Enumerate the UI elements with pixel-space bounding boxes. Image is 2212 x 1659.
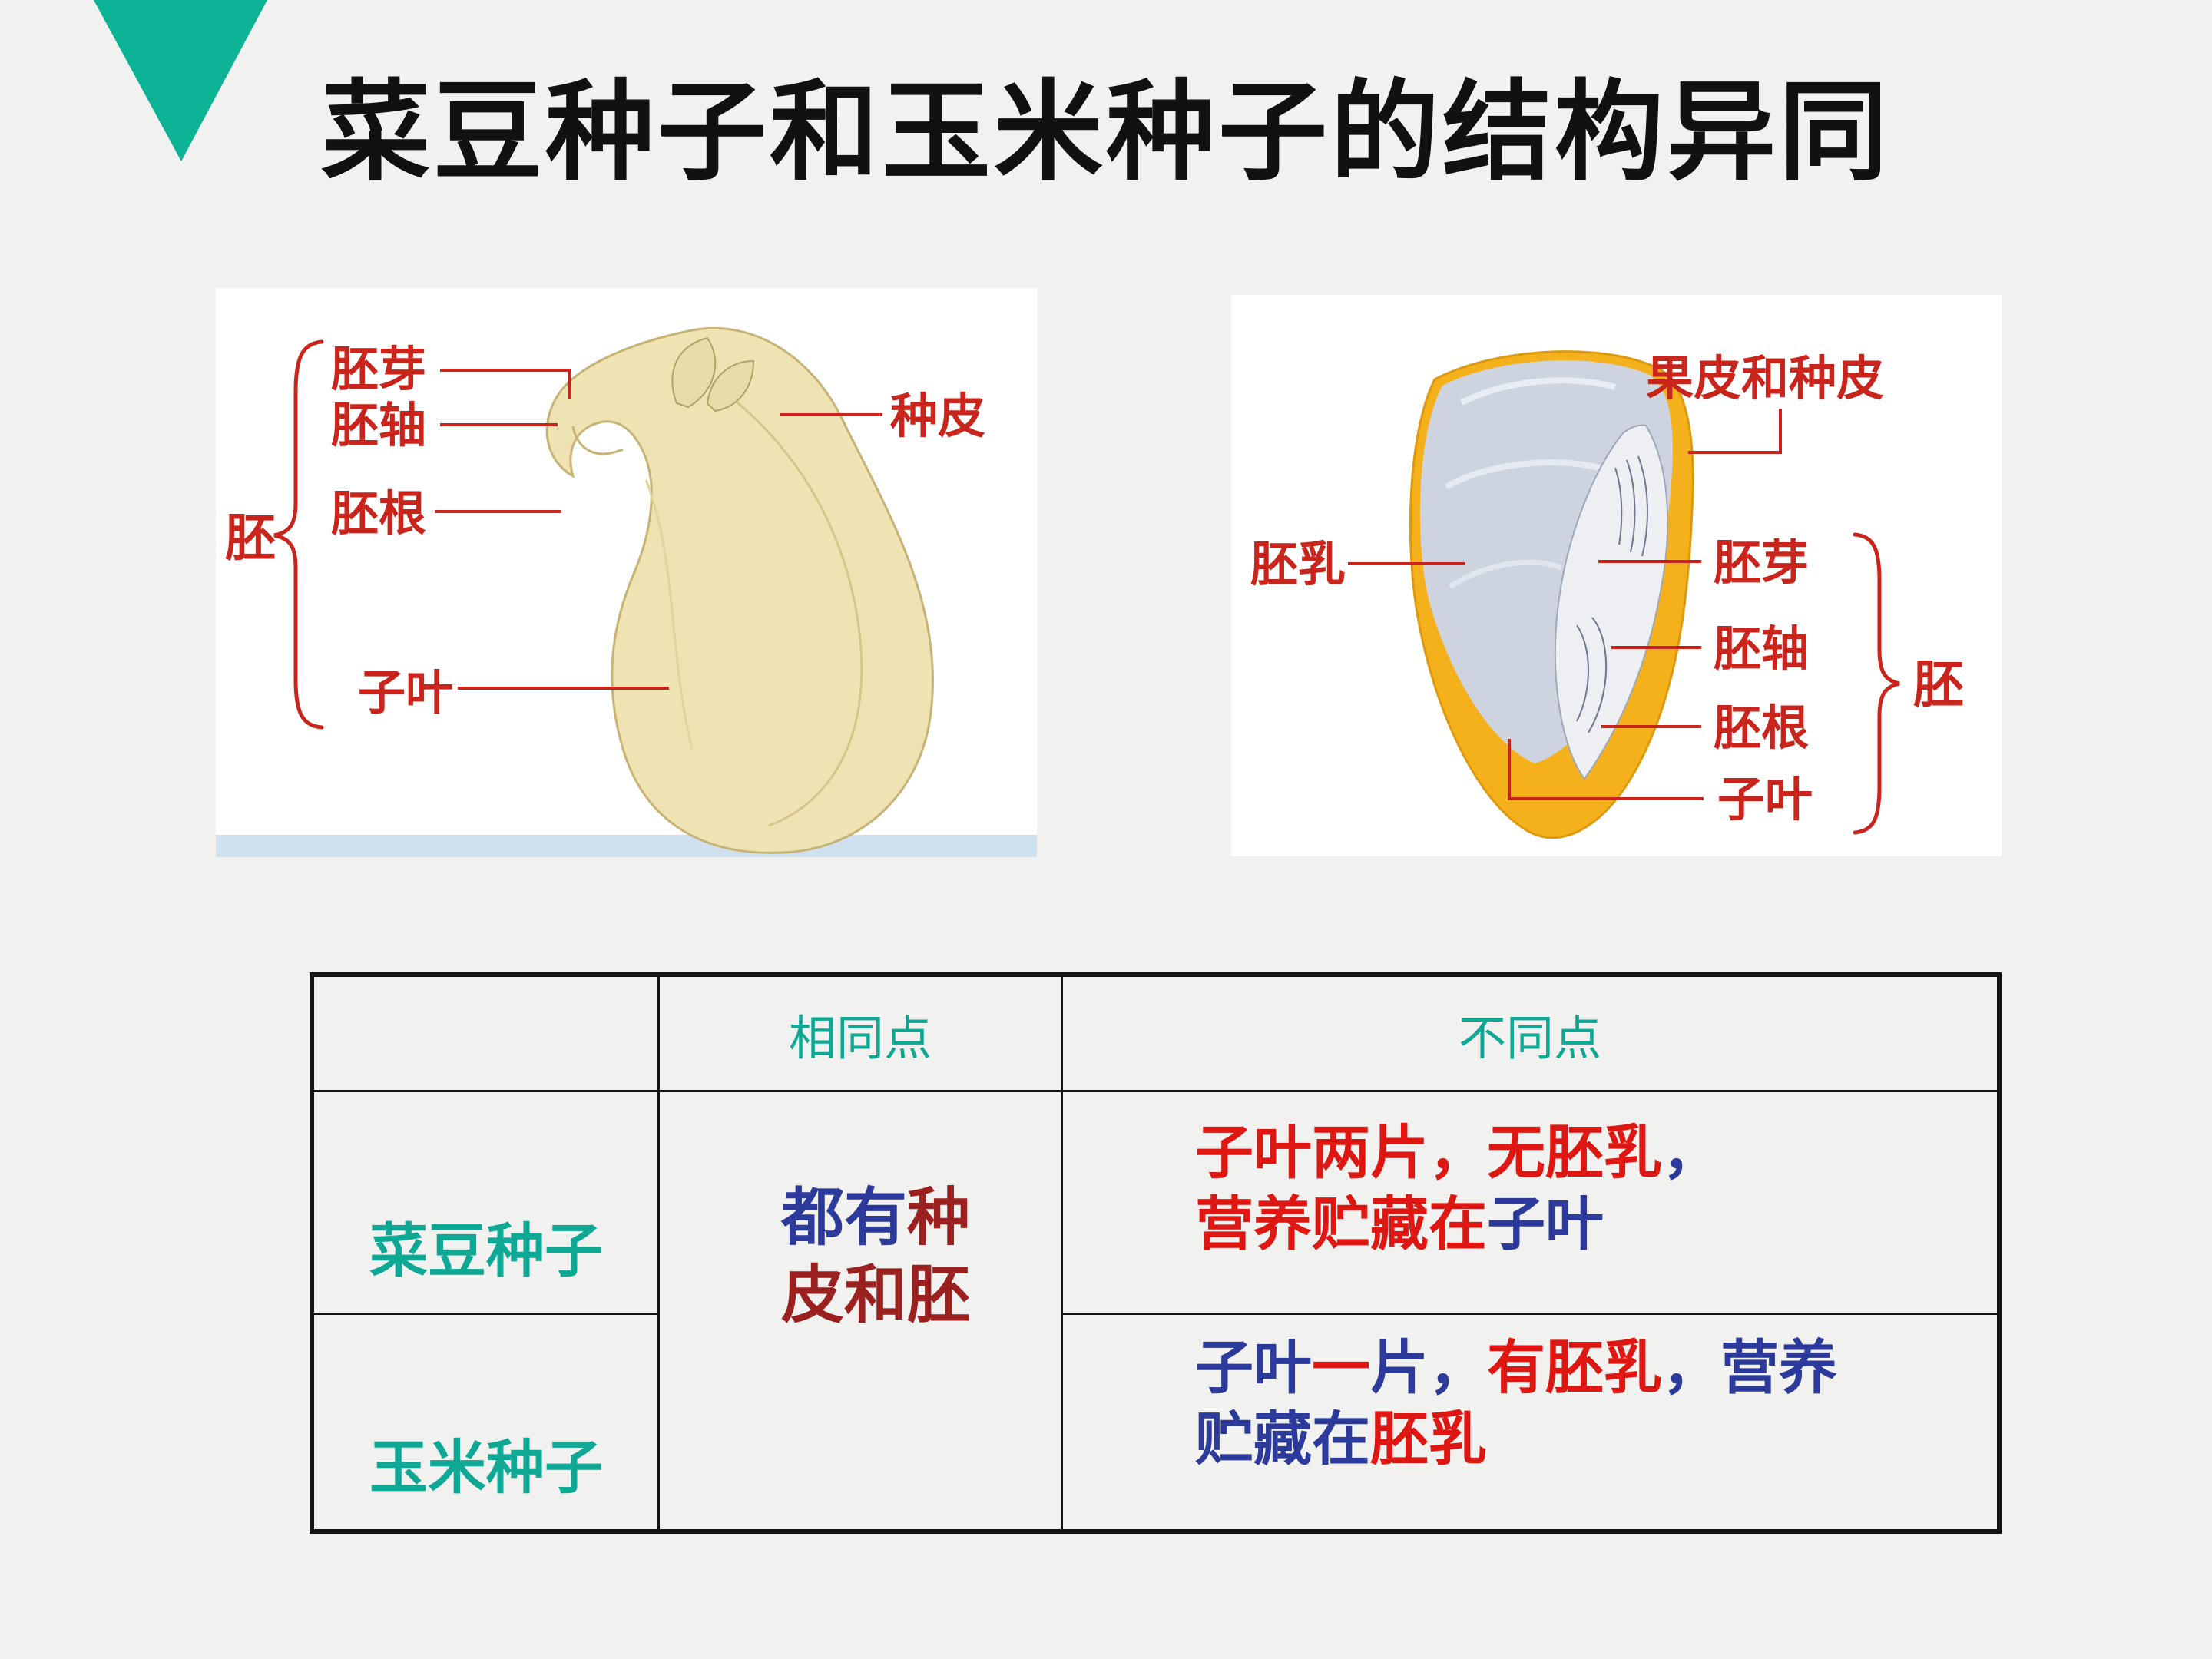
corn-label-plumule: 胚芽 xyxy=(1714,537,1809,590)
bean-label-plumule: 胚芽 xyxy=(331,343,426,396)
corn-label-pericarp-seed-coat: 果皮和种皮 xyxy=(1646,353,1884,406)
bean-label-seed-coat: 种皮 xyxy=(890,390,985,443)
bean-label-embryo: 胚 xyxy=(225,509,276,566)
bean-seed-body xyxy=(545,326,934,854)
corn-embryo-region xyxy=(1554,424,1669,780)
corn-label-cotyledon: 子叶 xyxy=(1717,773,1813,826)
corn-cotyledon-pointer xyxy=(1508,739,1704,800)
corn-label-embryo: 胚 xyxy=(1913,656,1964,713)
corn-label-hypocotyl: 胚轴 xyxy=(1714,623,1809,676)
corn-seed-illustration: 果皮和种皮 胚乳 胚芽 胚轴 胚根 子叶 胚 xyxy=(1231,295,2002,856)
bean-plumule-leaf xyxy=(671,336,717,409)
bean-label-hypocotyl: 胚轴 xyxy=(331,399,426,452)
bean-embryo-brace xyxy=(273,339,324,730)
table-row-label-corn-seed: 玉米种子 xyxy=(314,1315,660,1529)
comparison-table: 相同点 不同点 菜豆种子 都有种皮和胚 子叶两片，无胚乳，营养贮藏在子叶 玉米种… xyxy=(310,972,2002,1534)
bean-plumule-leaf xyxy=(706,359,755,412)
corn-pericarp-pointer xyxy=(1688,409,1782,454)
table-header-blank xyxy=(314,977,660,1092)
bean-seed-illustration: 胚 胚芽 胚轴 胚根 子叶 种皮 xyxy=(216,288,1037,857)
bean-plumule-pointer xyxy=(440,369,571,399)
bean-radicle-curl xyxy=(571,426,624,455)
table-header-similarities: 相同点 xyxy=(660,977,1063,1092)
bean-seed-diagram: 胚 胚芽 胚轴 胚根 子叶 种皮 xyxy=(216,288,1037,857)
table-header-differences: 不同点 xyxy=(1063,977,1997,1092)
corn-label-endosperm: 胚乳 xyxy=(1250,538,1346,591)
page-title: 菜豆种子和玉米种子的结构异同 xyxy=(321,71,1891,194)
table-cell-corn-differences: 子叶一片，有胚乳，营养贮藏在胚乳 xyxy=(1195,1336,1837,1472)
table-row-label-bean-seed: 菜豆种子 xyxy=(314,1092,660,1315)
corn-label-radicle: 胚根 xyxy=(1714,702,1809,755)
bean-label-cotyledon: 子叶 xyxy=(358,667,453,720)
bean-cotyledon-line xyxy=(707,379,863,827)
table-cell-similarities: 都有种皮和胚 xyxy=(660,1092,1063,1529)
table-cell-bean-differences: 子叶两片，无胚乳，营养贮藏在子叶 xyxy=(1063,1092,1997,1315)
bean-label-radicle: 胚根 xyxy=(331,488,426,541)
corn-embryo-brace xyxy=(1853,532,1900,835)
corn-seed-diagram: 果皮和种皮 胚乳 胚芽 胚轴 胚根 子叶 胚 xyxy=(1231,295,2002,856)
